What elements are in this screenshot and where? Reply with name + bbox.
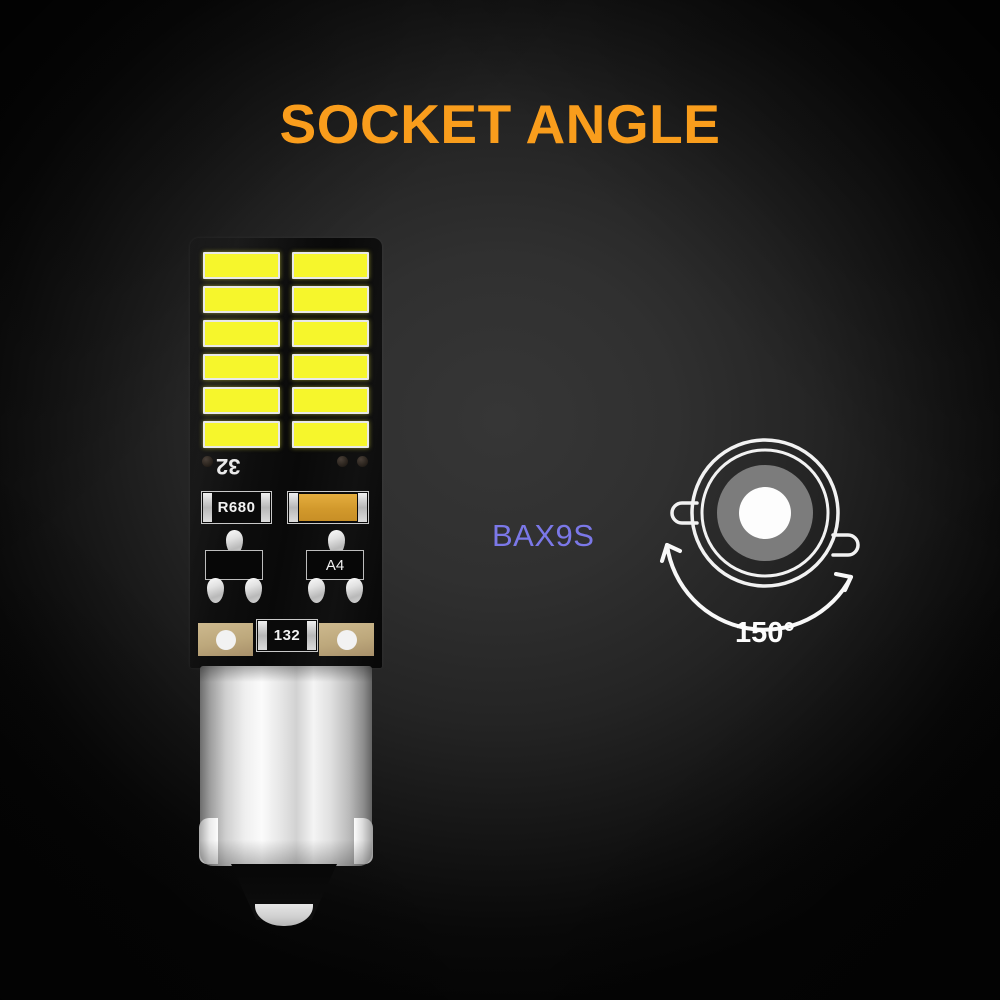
rotation-arrow-head-right <box>834 572 853 592</box>
smd-terminal-left <box>258 621 267 650</box>
led-bulb-illustration: 32 R680 A4 <box>183 238 388 938</box>
rotation-arrow-head-left <box>660 543 682 563</box>
bayonet-pin-right <box>354 818 373 864</box>
transistor-a4-label: A4 <box>325 556 345 574</box>
socket-center-contact <box>739 487 791 539</box>
solder-blob <box>207 578 224 603</box>
socket-angle-value: 150° <box>735 617 795 649</box>
pcb-transistor-a4: A4 <box>306 550 364 580</box>
resistor-r680-label: R680 <box>217 499 256 516</box>
resistor-132-label: 132 <box>273 627 301 644</box>
pcb-solder-pad-left <box>198 623 253 656</box>
smd-terminal-right <box>307 621 316 650</box>
bayonet-pin-right <box>831 533 860 557</box>
bulb-contact-pad <box>255 904 313 926</box>
led-chip <box>292 387 369 415</box>
led-chip <box>203 353 280 381</box>
led-chip <box>292 421 369 448</box>
socket-type-label: BAX9S <box>492 518 595 553</box>
led-chip <box>203 285 280 313</box>
pad-hole <box>336 630 357 651</box>
pcb-solder-pad-right <box>319 623 374 656</box>
led-chip <box>203 387 280 415</box>
pcb-resistor-132: 132 <box>256 619 318 652</box>
socket-angle-diagram: 150° <box>640 425 890 675</box>
pcb-transistor-left <box>205 550 263 580</box>
led-chip <box>292 319 369 347</box>
solder-blob <box>328 530 345 555</box>
solder-blob <box>308 578 325 603</box>
led-grid <box>203 252 369 448</box>
solder-blob <box>346 578 363 603</box>
bayonet-pin-left <box>670 501 699 525</box>
smd-terminal-left <box>289 493 298 522</box>
pcb-via <box>357 456 368 467</box>
page-title: SOCKET ANGLE <box>279 93 721 155</box>
led-chip <box>203 319 280 347</box>
pcb-via <box>202 456 213 467</box>
pcb-capacitor <box>287 491 369 524</box>
socket-outer-ring <box>690 438 840 588</box>
rotation-arc-arrow <box>665 543 853 632</box>
bulb-metal-base <box>199 666 373 866</box>
led-chip <box>292 353 369 381</box>
capacitor-body <box>299 494 357 521</box>
base-bottom-shadow <box>200 840 372 866</box>
pad-hole <box>215 630 236 651</box>
socket-inner-ring <box>700 448 830 578</box>
smd-terminal-right <box>261 493 270 522</box>
led-chip <box>203 421 280 448</box>
smd-terminal-left <box>203 493 212 522</box>
pcb-led-count-silkscreen: 32 <box>216 454 241 479</box>
solder-blob <box>245 578 262 603</box>
solder-blob <box>226 530 243 555</box>
bayonet-pin-left <box>199 818 218 864</box>
pcb-resistor-r680: R680 <box>201 491 272 524</box>
led-chip <box>292 252 369 279</box>
led-chip <box>203 252 280 279</box>
smd-terminal-right <box>358 493 367 522</box>
base-top-shadow <box>200 666 372 682</box>
led-chip <box>292 285 369 313</box>
pcb-via <box>337 456 348 467</box>
pcb-board: 32 R680 A4 <box>190 238 382 668</box>
